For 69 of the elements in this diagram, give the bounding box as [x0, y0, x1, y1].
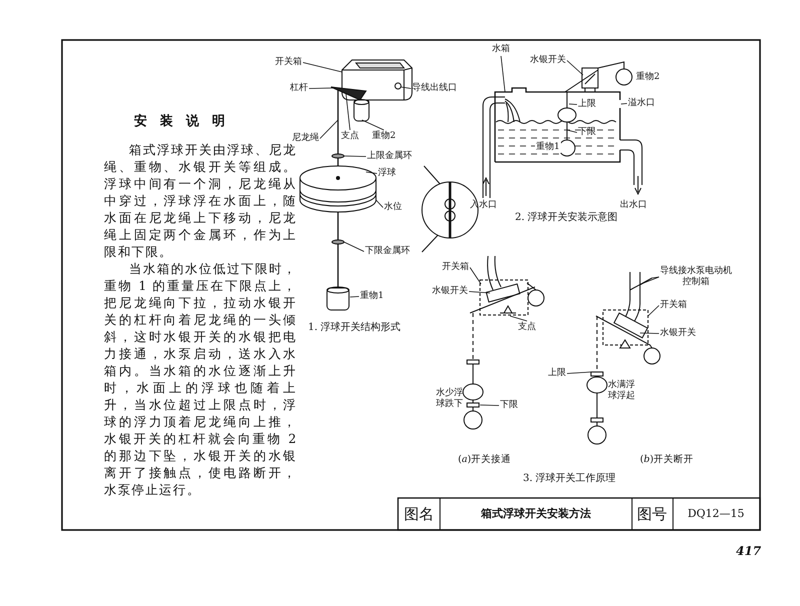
state-label: 水少浮球跌下 — [436, 388, 464, 410]
figure-caption: 2. 浮球开关安装示意图 — [515, 212, 618, 223]
callout-label: 开关箱 — [660, 300, 687, 311]
part-label: 出水口 — [620, 200, 647, 211]
float-switch-drawing — [300, 60, 412, 310]
callout-label: 水银开关 — [660, 328, 696, 339]
callout-label: 尼龙绳 — [292, 133, 319, 144]
leader-line — [302, 62, 342, 72]
switch-off-drawing — [586, 272, 660, 444]
leader-line — [652, 276, 660, 278]
table-cell: DQ12—15 — [688, 507, 744, 521]
callout-label: 开关箱 — [442, 262, 469, 273]
leader-line — [480, 404, 500, 406]
callout-label: 下限 — [500, 400, 518, 411]
callout-label: 重物1 — [360, 291, 384, 302]
callout-label: 上限 — [578, 99, 596, 110]
paragraph: 当水箱的水位低过下限时，重物 1 的重量压在下限点上，把尼龙绳向下拉，拉动水银开关的杠杆向着尼龙绳的一头倾斜，这时水银开关的水银把电力接通，水泵启动，送水入水箱内。当水箱的水位逐渐上升时，水面上的浮球也随着上升，当水位超过上限点时，浮球的浮力顶着尼龙绳向上推，水银开关的杠杆就会向重物 2 的那边下坠，水银开关的水银离开了接触点，使电路断开，水泵停止运行。 — [104, 260, 297, 498]
figure-caption: 1. 浮球开关结构形式 — [308, 322, 401, 333]
callout-label: 水银开关 — [432, 286, 468, 297]
leader-line — [648, 305, 660, 316]
leader-line — [400, 86, 412, 89]
leader-line — [500, 56, 506, 92]
leader-line — [566, 130, 578, 133]
table-cell: 图号 — [637, 505, 667, 523]
callout-label: 下限 — [578, 127, 596, 138]
leader-line — [566, 60, 584, 76]
callout-label: 溢水口 — [628, 98, 655, 109]
part-label: 重物2 — [636, 72, 660, 83]
callout-label: 导线出线口 — [412, 83, 457, 94]
leader-line — [346, 94, 350, 130]
callout-label: 下限金属环 — [365, 246, 410, 257]
leader-line — [470, 267, 482, 284]
leader-line — [620, 103, 628, 104]
callout-label: 支点 — [341, 131, 359, 142]
callout-label: 导线接水泵电动机控制箱 — [660, 266, 732, 288]
leader-line — [640, 332, 660, 334]
callout-label: 上限金属环 — [367, 151, 412, 162]
leader-line — [468, 291, 490, 294]
leader-line — [344, 242, 364, 252]
table-cell: 图名 — [404, 505, 434, 523]
leader-line — [350, 296, 360, 298]
callout-label: 上限 — [548, 368, 566, 379]
leader-line — [566, 372, 592, 374]
page-number: 417 — [736, 546, 762, 557]
figure-caption: 3. 浮球开关工作原理 — [523, 473, 616, 484]
leader-line — [320, 120, 338, 139]
leader-line — [344, 156, 366, 157]
figure-caption: (a)开关接通 — [458, 454, 512, 465]
part-label: 重物1 — [535, 142, 561, 153]
figure-caption: (b)开关断开 — [640, 454, 694, 465]
callout-label: 支点 — [518, 322, 536, 333]
callout-label: 水位 — [384, 202, 402, 213]
callout-label: 水箱 — [492, 44, 510, 55]
paragraph: 箱式浮球开关由浮球、尼龙绳、重物、水银开关等组成。浮球中间有一个洞，尼龙绳从中穿过，浮球浮在水面上，随水面在尼龙绳上下移动，尼龙绳上固定两个金属环，作为上限和下限。 — [104, 141, 297, 260]
callout-label: 开关箱 — [275, 57, 302, 68]
table-cell: 箱式浮球开关安装方法 — [481, 507, 591, 521]
leader-line — [308, 88, 334, 89]
leader-line — [376, 200, 384, 208]
leader-line — [362, 120, 384, 130]
leader-line — [640, 276, 660, 284]
callout-label: 浮球 — [378, 168, 396, 179]
section-heading: 安装说明 — [134, 116, 238, 127]
leader-line — [510, 316, 528, 322]
callout-label: 杠杆 — [290, 83, 308, 94]
leader-line — [366, 172, 378, 174]
callout-label: 水银开关 — [530, 55, 566, 66]
leader-line — [568, 104, 578, 105]
callout-label: 重物2 — [372, 131, 396, 142]
state-label: 水满浮球浮起 — [608, 380, 636, 402]
